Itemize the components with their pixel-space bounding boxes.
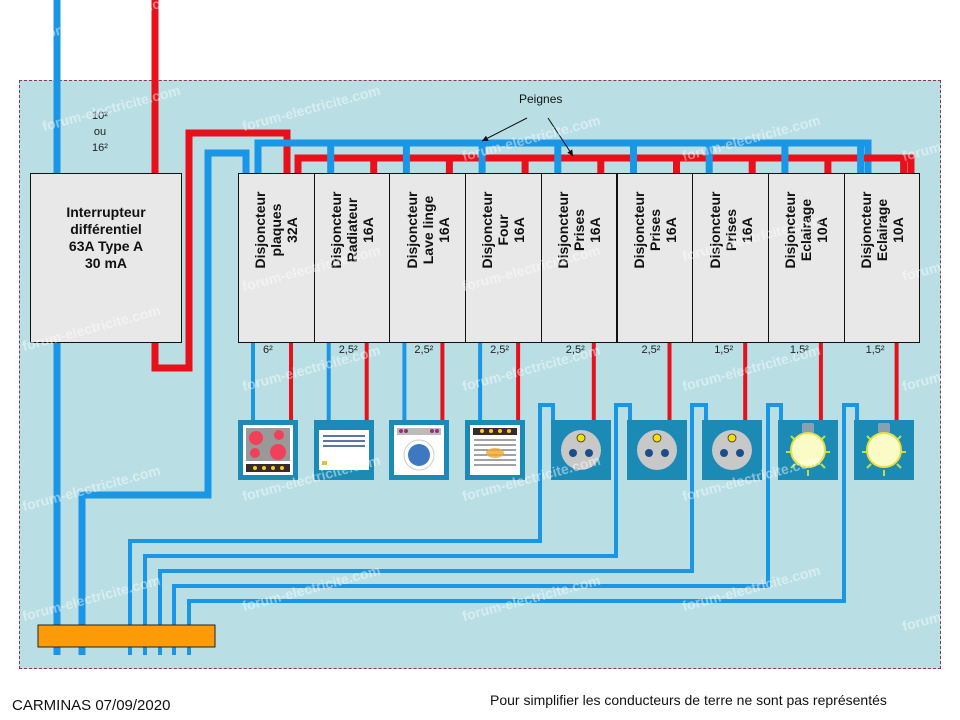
wire-section-label: 2,5²	[641, 344, 661, 356]
wire-section-label: 2,5²	[490, 344, 510, 356]
socket-icon	[626, 420, 687, 480]
wire-section-label: 1,5²	[789, 344, 809, 356]
socket-icon	[702, 420, 763, 480]
wire-section-label: 6²	[263, 344, 273, 356]
socket-icon	[550, 420, 611, 480]
supply-section-label: 10² ou 16²	[92, 110, 108, 154]
phase-comb	[294, 154, 915, 173]
differential-switch: Interrupteur différentiel 63A Type A 30 …	[30, 173, 182, 343]
wire-section-label: 1,5²	[714, 344, 734, 356]
wire-section-label: 1,5²	[865, 344, 885, 356]
washing-machine-icon	[389, 420, 450, 480]
oven-icon	[465, 420, 526, 480]
footnote: Pour simplifier les conducteurs de terre…	[490, 692, 887, 708]
light-bulb-icon	[853, 420, 914, 480]
diff-neutral-out	[78, 149, 250, 655]
neutral-bar	[37, 624, 216, 648]
radiator-icon	[313, 420, 374, 480]
light-bulb-icon	[777, 420, 838, 480]
author-credit: CARMINAS 07/09/2020	[12, 697, 171, 714]
wire-section-label: 2,5²	[565, 344, 585, 356]
cooktop-icon	[238, 420, 298, 480]
wire-section-label: 2,5²	[414, 344, 434, 356]
comb-label: Peignes	[519, 92, 563, 106]
wire-section-label: 2,5²	[338, 344, 358, 356]
